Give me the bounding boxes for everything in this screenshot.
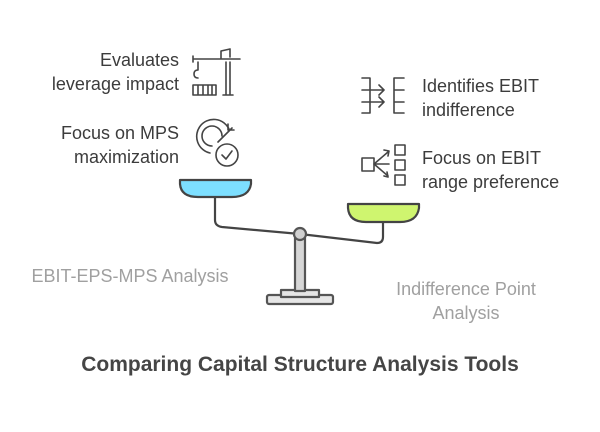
crane-icon bbox=[192, 48, 241, 96]
right-label: Indifference Point Analysis bbox=[356, 277, 576, 325]
right-item-1: Identifies EBIT indifference bbox=[422, 74, 539, 122]
item-text: Focus on MPS bbox=[60, 123, 179, 143]
item-text: Identifies EBIT bbox=[422, 76, 540, 96]
diagram-title: Comparing Capital Structure Analysis Too… bbox=[81, 353, 519, 376]
target-check-icon bbox=[195, 118, 239, 167]
item-text: Focus on EBIT bbox=[422, 148, 542, 168]
scale-post bbox=[293, 236, 307, 293]
right-label-line: Analysis bbox=[432, 303, 500, 323]
item-text: leverage impact bbox=[51, 74, 179, 94]
left-item-2: Focus on MPS maximization bbox=[61, 121, 179, 169]
branch-options-icon bbox=[361, 144, 406, 186]
scale-pivot bbox=[292, 226, 308, 242]
left-pan bbox=[178, 178, 253, 199]
item-text: maximization bbox=[73, 147, 179, 167]
left-label: EBIT-EPS-MPS Analysis bbox=[31, 266, 229, 286]
right-pan bbox=[346, 202, 421, 224]
left-item-1: Evaluates leverage impact bbox=[52, 48, 179, 96]
right-item-2: Focus on EBIT range preference bbox=[422, 146, 559, 194]
right-label-line: Indifference Point bbox=[396, 279, 536, 299]
merge-arrows-icon bbox=[361, 77, 405, 114]
item-text: indifference bbox=[422, 100, 515, 120]
item-text: range preference bbox=[422, 172, 560, 192]
item-text: Evaluates bbox=[99, 50, 179, 70]
